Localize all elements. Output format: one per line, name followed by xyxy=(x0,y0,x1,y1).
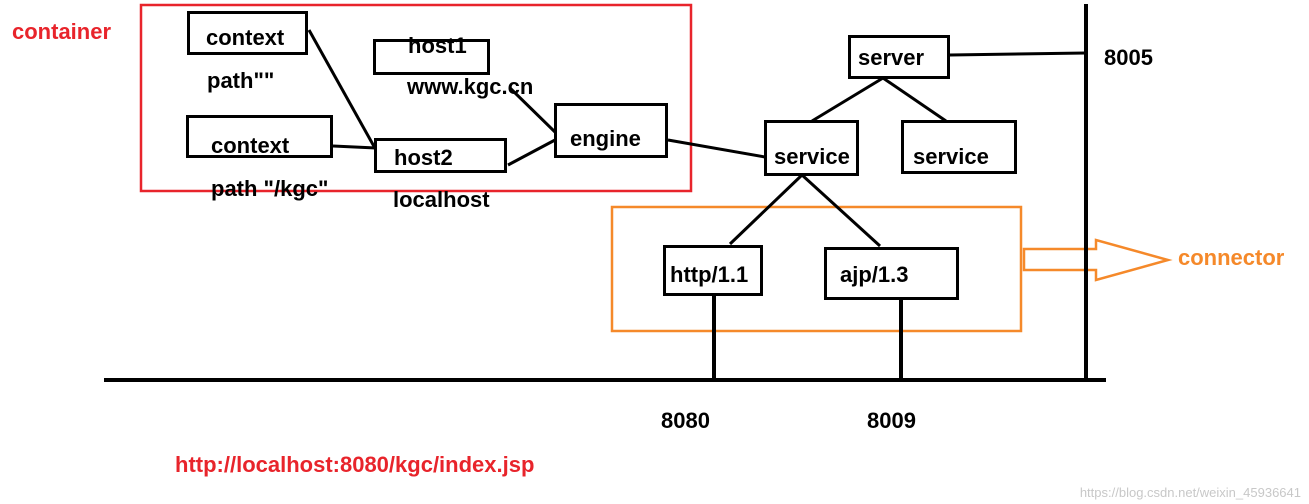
connector-frame xyxy=(610,205,1023,333)
host2-box xyxy=(374,138,507,173)
context1-label: context xyxy=(206,25,285,50)
ajp-box xyxy=(824,247,959,300)
edge-service-http xyxy=(728,173,804,246)
host1-box xyxy=(373,39,490,75)
edge-service-ajp xyxy=(800,173,882,248)
container-title: container xyxy=(12,19,112,44)
service2-box xyxy=(901,120,1017,174)
host2-domain-label: localhost xyxy=(393,187,490,212)
context1-path-label: path"" xyxy=(207,68,275,93)
http-label: http/1.1 xyxy=(670,262,749,287)
container-frame xyxy=(139,3,693,193)
edge-server-port xyxy=(949,51,1087,57)
engine-box xyxy=(554,103,668,158)
edge-server-service2 xyxy=(882,76,947,123)
context2-label: context xyxy=(211,133,290,158)
edge-host2-engine xyxy=(507,138,556,167)
edge-server-service1 xyxy=(811,76,884,123)
server-box xyxy=(848,35,950,79)
context2-path-label: path "/kgc" xyxy=(211,176,329,201)
watermark: https://blog.csdn.net/weixin_45936641 xyxy=(1079,485,1301,500)
connector-title: connector xyxy=(1178,245,1285,270)
context2-box xyxy=(186,115,333,158)
host1-domain-label: www.kgc.cn xyxy=(407,74,534,99)
ajp-label: ajp/1.3 xyxy=(840,262,909,287)
service1-label: service xyxy=(774,144,850,169)
service1-box xyxy=(764,120,859,176)
edge-context2-host2 xyxy=(332,144,377,150)
engine-label: engine xyxy=(570,126,641,151)
service2-label: service xyxy=(913,144,989,169)
edge-context1-host2 xyxy=(307,29,378,151)
http-box xyxy=(663,245,763,296)
connector-arrow xyxy=(1022,238,1173,282)
edge-engine-service xyxy=(667,138,766,159)
port-shutdown-label: 8005 xyxy=(1104,45,1153,70)
url-label: http://localhost:8080/kgc/index.jsp xyxy=(175,452,535,477)
server-label: server xyxy=(858,45,925,70)
host2-label: host2 xyxy=(394,145,453,170)
edge-host1-engine xyxy=(508,86,557,134)
port-ajp-label: 8009 xyxy=(867,408,916,433)
port-http-label: 8080 xyxy=(661,408,710,433)
host1-label: host1 xyxy=(408,33,467,58)
context1-box xyxy=(187,11,308,55)
